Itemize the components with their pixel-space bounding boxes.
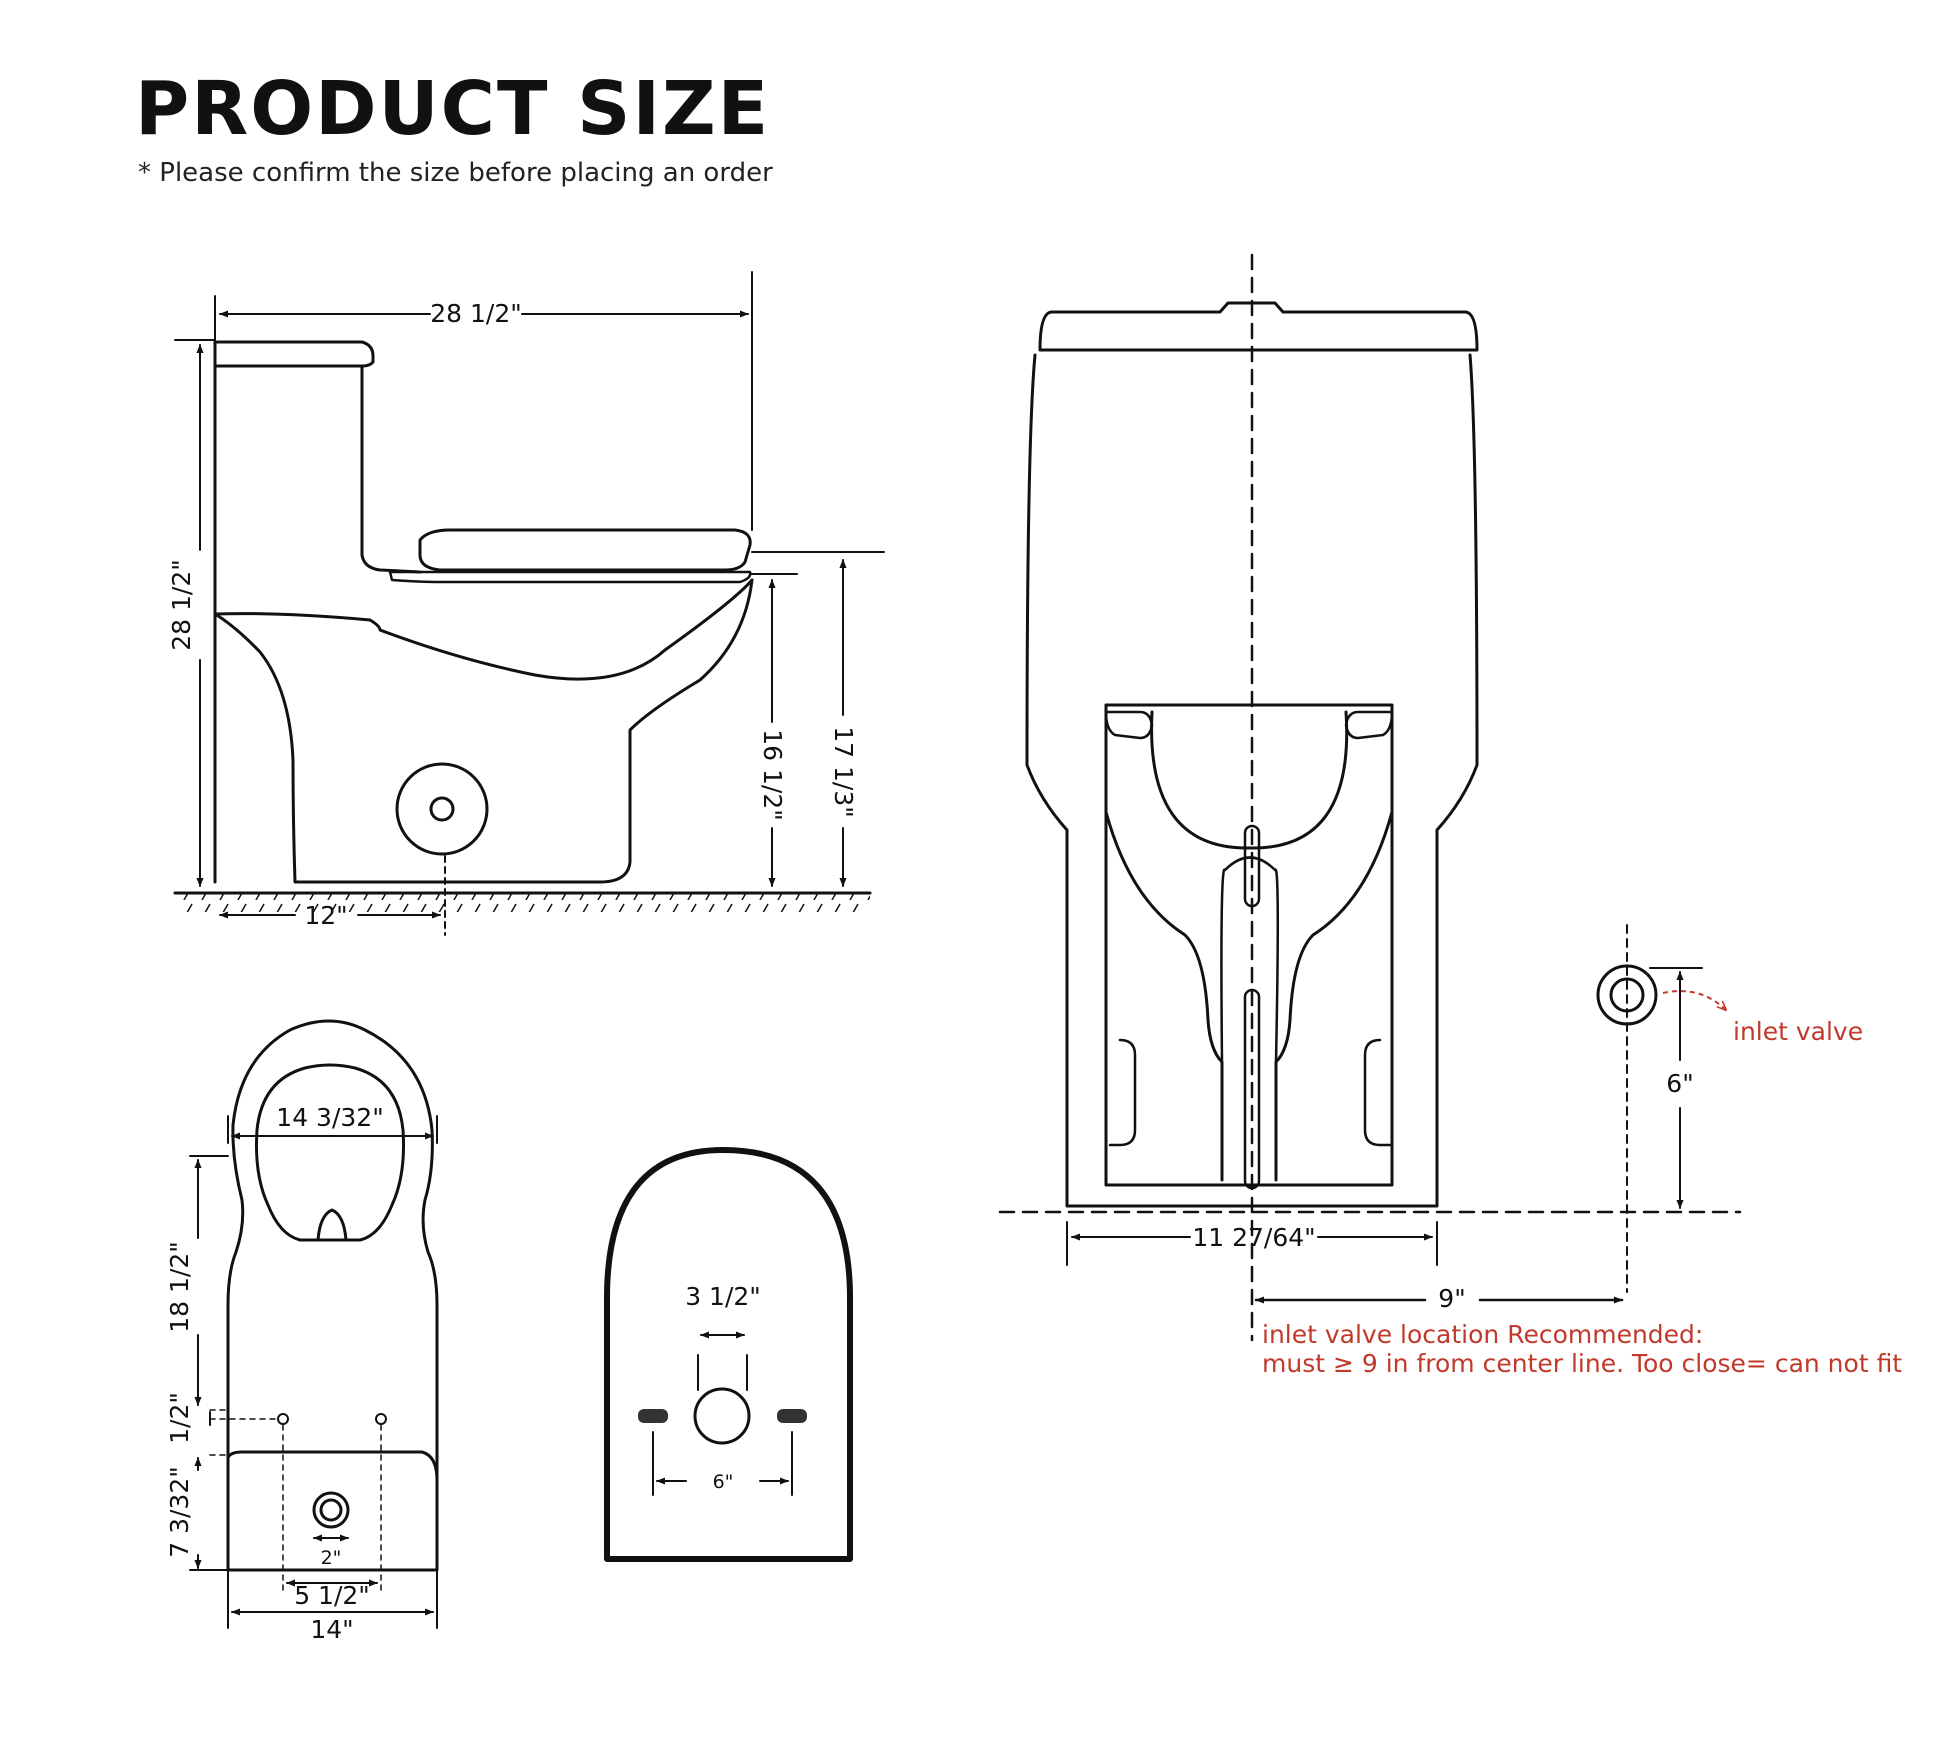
side-height-label: 28 1/2" [167, 559, 196, 651]
top-width-label: 14 3/32" [276, 1103, 383, 1132]
page-subtitle: * Please confirm the size before placing… [138, 158, 773, 188]
front-view [998, 253, 1742, 1342]
top-view [189, 1019, 439, 1629]
outlet-diameter-label: 3 1/2" [685, 1282, 761, 1311]
bottom-view [604, 1147, 853, 1562]
inlet-distance-label: 9" [1438, 1284, 1465, 1313]
inlet-valve-label: inlet valve [1733, 1017, 1863, 1046]
base-width-label: 14" [310, 1615, 353, 1644]
front-base-width-label: 11 27/64" [1192, 1223, 1315, 1252]
page-title: PRODUCT SIZE [135, 66, 771, 152]
rough-in-label: 12" [304, 901, 347, 930]
inlet-note-line2: must ≥ 9 in from center line. Too close=… [1262, 1349, 1902, 1378]
seat-height-with-seat-label: 17 1/3" [829, 726, 858, 818]
inlet-height-label: 6" [1666, 1069, 1693, 1098]
bowl-length-label: 18 1/2" [165, 1241, 194, 1333]
inlet-note-line1: inlet valve location Recommended: [1262, 1320, 1703, 1349]
inlet-valve-pointer [1662, 990, 1726, 1010]
drain-diameter-label: 2" [321, 1547, 342, 1569]
seat-height-label: 16 1/2" [758, 729, 787, 821]
bolt-spacing-label: 5 1/2" [294, 1581, 370, 1610]
rear-depth-label: 7 3/32" [165, 1466, 194, 1558]
side-view [173, 271, 885, 936]
side-depth-label: 28 1/2" [430, 299, 522, 328]
bottom-bolt-spacing-label: 6" [713, 1471, 734, 1493]
bolt-offset-label: 1/2" [165, 1392, 194, 1444]
